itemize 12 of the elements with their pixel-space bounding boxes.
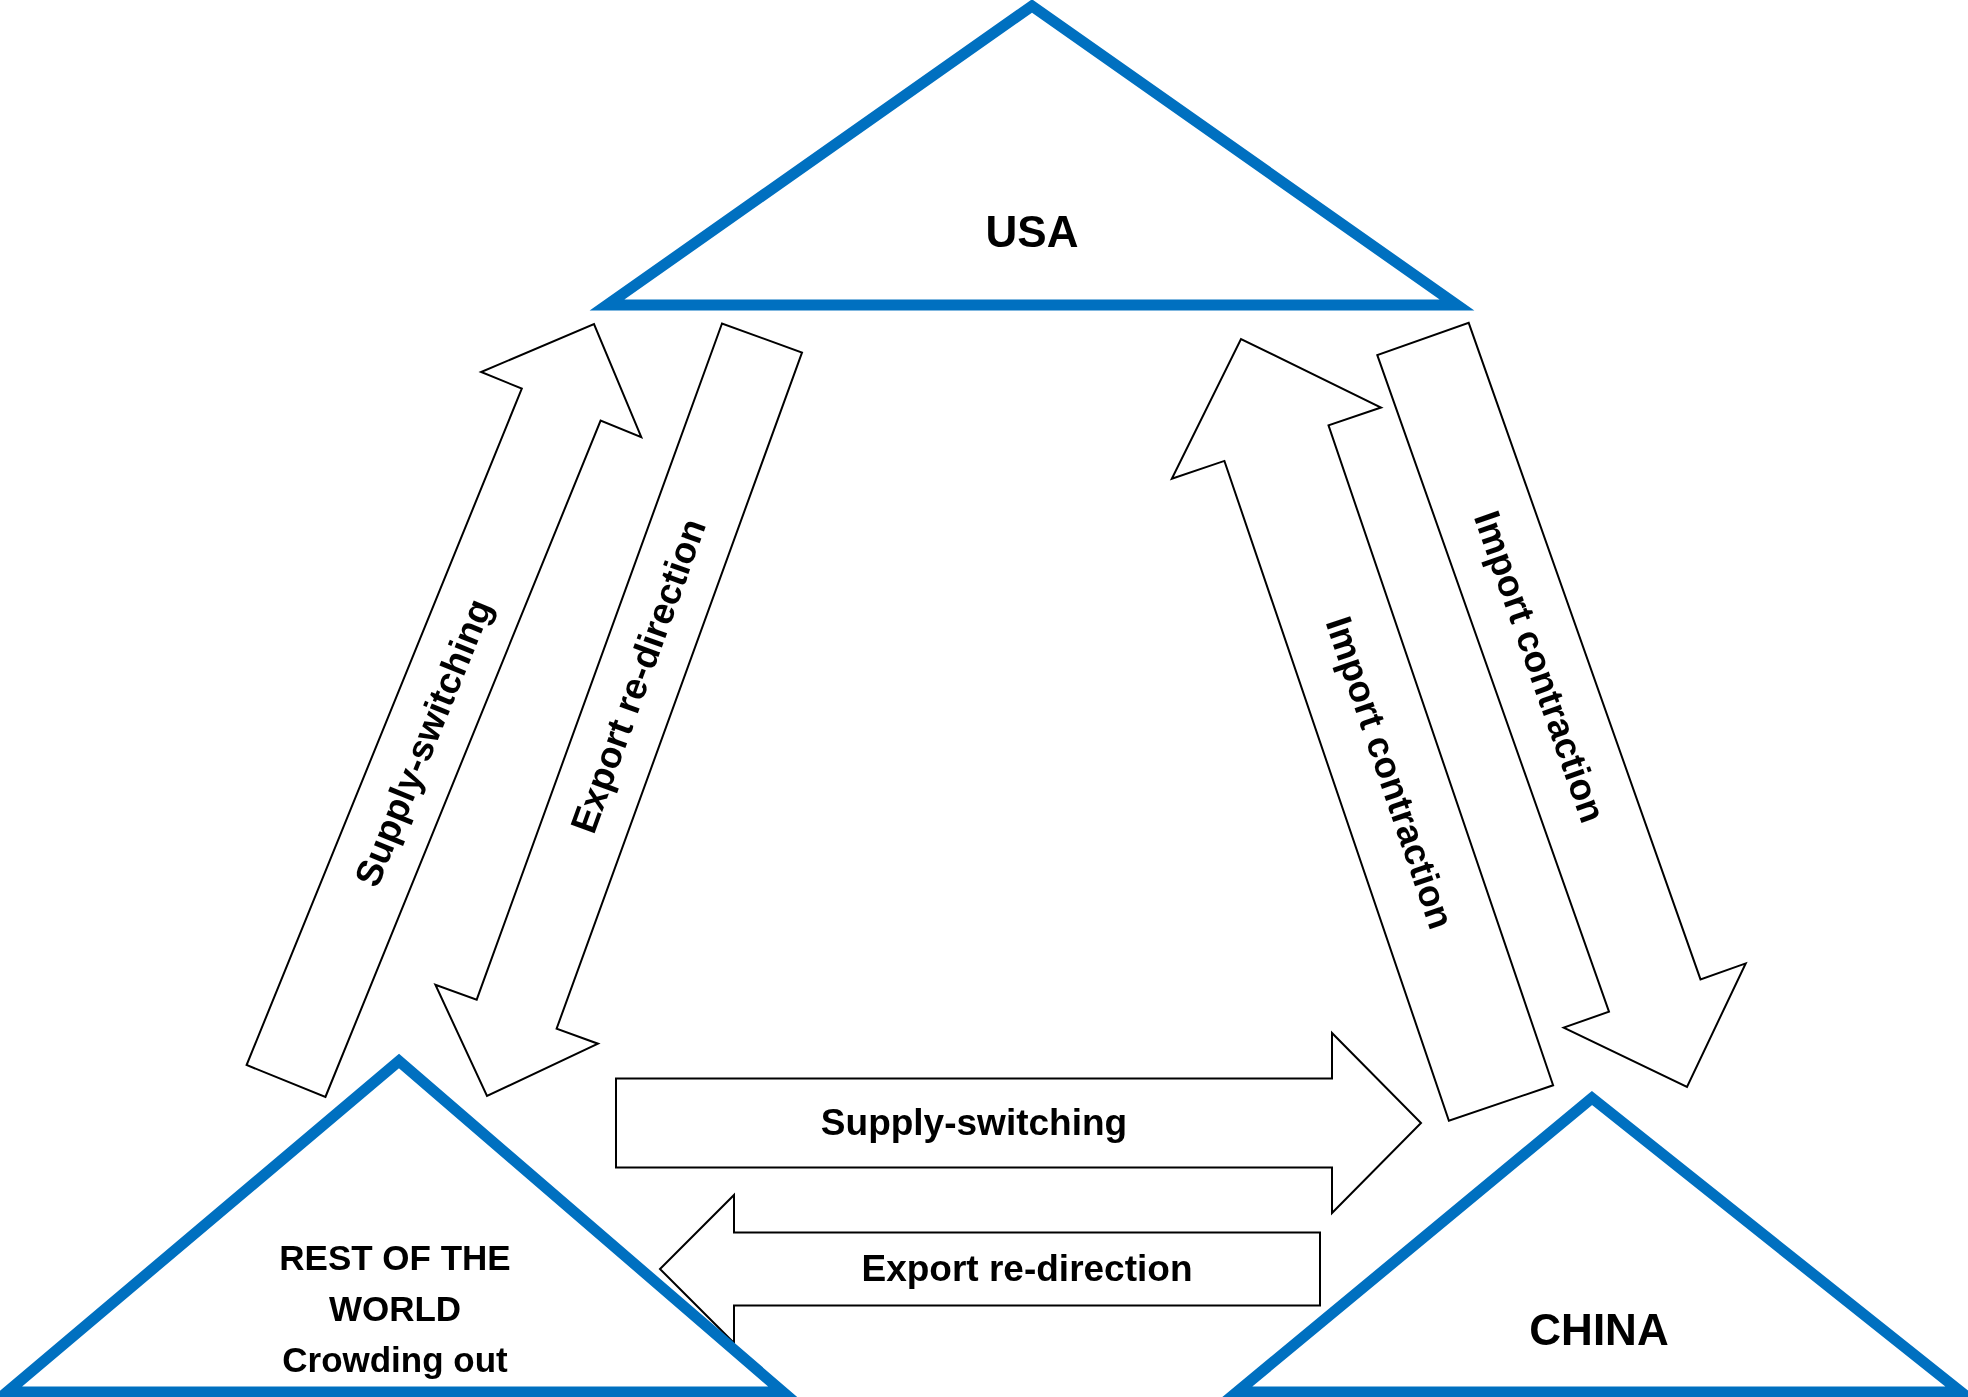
edge-label: Export re-direction: [861, 1246, 1193, 1291]
region-label: REST OF THE WORLD: [278, 1237, 512, 1330]
edge-label: Supply-switching: [820, 1100, 1128, 1145]
block-arrow: [245, 322, 644, 1099]
block-arrow: [615, 1030, 1423, 1216]
block-arrow: [658, 1192, 1321, 1346]
block-arrow: [1376, 321, 1748, 1089]
region-label: Crowding out: [281, 1338, 509, 1381]
region-label: USA: [984, 206, 1080, 258]
block-arrow: [433, 322, 804, 1098]
block-arrow: [1169, 337, 1555, 1122]
region-label: CHINA: [1528, 1304, 1670, 1356]
